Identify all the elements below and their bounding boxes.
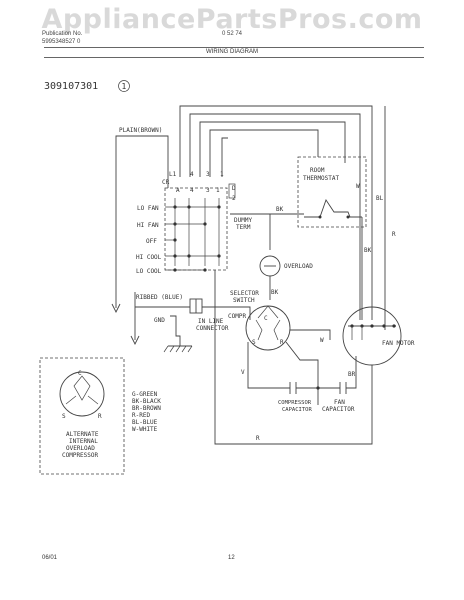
selector-switch-label-1: SELECTOR bbox=[230, 290, 259, 297]
selector-switch: L1 4 3 1 CR A 4 3 1 D 2 LO FAN HI FAN OF… bbox=[136, 171, 236, 275]
svg-text:S: S bbox=[252, 339, 256, 346]
wire-code-bl: BL bbox=[376, 195, 384, 202]
fan-motor: FAN MOTOR bbox=[342, 306, 415, 366]
arrow-plain-brown bbox=[111, 303, 121, 314]
compressor-capacitor-label-1: COMPRESSOR bbox=[278, 400, 312, 406]
wire-code-w: W bbox=[356, 183, 360, 190]
terminal-2: 2 bbox=[232, 195, 236, 202]
svg-text:BK-BLACK: BK-BLACK bbox=[132, 398, 161, 405]
connector-to-compr bbox=[202, 306, 251, 320]
fan-capacitor bbox=[339, 382, 347, 394]
compressor-capacitor-label-2: CAPACITOR bbox=[282, 407, 312, 413]
header-rule-top bbox=[44, 47, 424, 48]
svg-text:OVERLOAD: OVERLOAD bbox=[66, 445, 95, 452]
svg-text:W-WHITE: W-WHITE bbox=[132, 426, 158, 433]
selector-switch-label-2: SWITCH bbox=[233, 297, 255, 304]
dummy-term-label-2: TERM bbox=[236, 224, 251, 231]
svg-text:ROOM: ROOM bbox=[310, 167, 325, 174]
svg-text:FAN MOTOR: FAN MOTOR bbox=[382, 340, 415, 347]
in-line-label-1: IN LINE bbox=[198, 318, 224, 325]
wire-code-v: V bbox=[241, 369, 245, 376]
svg-text:R: R bbox=[98, 413, 102, 420]
wire-code-r-top: R bbox=[392, 231, 396, 238]
svg-text:C: C bbox=[78, 370, 82, 377]
compressor-capacitor bbox=[289, 382, 297, 394]
publication-label: Publication No. bbox=[42, 31, 83, 37]
svg-text:INTERNAL: INTERNAL bbox=[69, 438, 98, 445]
svg-text:BL-BLUE: BL-BLUE bbox=[132, 419, 158, 426]
terminal-mid-3: 3 bbox=[206, 187, 210, 194]
compressor-c-wire bbox=[290, 329, 331, 340]
ground-symbol: GND bbox=[154, 315, 193, 353]
svg-text:G-GREEN: G-GREEN bbox=[132, 391, 158, 398]
watermark: AppliancePartsPros.com bbox=[41, 4, 423, 35]
compressor-r-wire bbox=[285, 341, 319, 388]
wire-code-bk-top: BK bbox=[276, 206, 284, 213]
footer-date: 06/01 bbox=[42, 555, 58, 561]
svg-text:R-RED: R-RED bbox=[132, 412, 150, 419]
terminal-top-3: 3 bbox=[206, 171, 210, 178]
switch-pos-hi-fan: HI FAN bbox=[137, 222, 159, 229]
publication-number: 5995348527 0 bbox=[42, 39, 81, 45]
footer-page-number: 12 bbox=[228, 555, 235, 561]
plain-brown-label: PLAIN(BROWN) bbox=[119, 127, 162, 134]
plain-brown-wire bbox=[115, 135, 169, 308]
svg-text:THERMOSTAT: THERMOSTAT bbox=[303, 175, 340, 182]
terminal-mid-a: A bbox=[176, 187, 180, 194]
terminal-cr: CR bbox=[162, 179, 170, 186]
dummy-terminal bbox=[228, 183, 236, 199]
svg-text:BR-BROWN: BR-BROWN bbox=[132, 405, 161, 412]
terminal-top-1: 1 bbox=[220, 171, 224, 178]
terminal-mid-4: 4 bbox=[190, 187, 194, 194]
wire-code-bk-right: BK bbox=[364, 247, 372, 254]
fan-capacitor-label-2: CAPACITOR bbox=[322, 406, 355, 413]
dummy-term-label-1: DUMMY bbox=[234, 217, 252, 224]
terminal-top-l1: L1 bbox=[169, 171, 177, 178]
terminal-mid-d: D bbox=[232, 185, 236, 192]
terminal-mid-1: 1 bbox=[216, 187, 220, 194]
compressor-s-wire bbox=[247, 342, 290, 389]
part-suffix: 1 bbox=[122, 82, 127, 91]
svg-text:C: C bbox=[264, 315, 268, 322]
color-legend: G-GREEN BK-BLACK BR-BROWN R-RED BL-BLUE … bbox=[132, 391, 161, 433]
in-line-label-2: CONNECTOR bbox=[196, 325, 229, 332]
switch-pos-hi-cool: HI COOL bbox=[136, 254, 162, 261]
header-rule-bottom bbox=[44, 57, 424, 58]
model-code: 0 52 74 bbox=[222, 31, 243, 37]
page-title: WIRING DIAGRAM bbox=[206, 49, 258, 55]
part-number: 309107301 bbox=[44, 81, 98, 92]
switch-pos-lo-cool: LO COOL bbox=[136, 268, 162, 275]
room-thermostat: ROOM THERMOSTAT bbox=[297, 156, 367, 228]
ribbed-blue-label: RIBBED (BLUE) bbox=[136, 294, 183, 301]
wire-code-w-compr: W bbox=[320, 337, 324, 344]
fan-capacitor-label-1: FAN bbox=[334, 399, 345, 406]
overload: OVERLOAD bbox=[259, 255, 313, 300]
bottom-red-wire bbox=[214, 270, 373, 445]
svg-text:COMPRESSOR: COMPRESSOR bbox=[62, 452, 99, 459]
compressor: C S R COMPR bbox=[228, 305, 291, 351]
svg-text:S: S bbox=[62, 413, 66, 420]
compr-label: COMPR bbox=[228, 313, 246, 320]
arrow-ribbed-blue bbox=[130, 335, 140, 346]
svg-text:ALTERNATE: ALTERNATE bbox=[66, 431, 99, 438]
svg-text:GND: GND bbox=[154, 317, 165, 324]
svg-text:R: R bbox=[280, 339, 284, 346]
top-wire-bundle bbox=[179, 105, 373, 320]
wire-code-br: BR bbox=[348, 371, 356, 378]
svg-text:OVERLOAD: OVERLOAD bbox=[284, 263, 313, 270]
fan-cap-wire bbox=[346, 356, 357, 389]
part-suffix-circle bbox=[118, 80, 130, 92]
alternate-compressor: C S R ALTERNATE INTERNAL OVERLOAD COMPRE… bbox=[39, 357, 125, 475]
switch-pos-lo-fan: LO FAN bbox=[137, 205, 159, 212]
wire-code-bk-overload: BK bbox=[271, 289, 279, 296]
terminal-top-4: 4 bbox=[190, 171, 194, 178]
wire-code-r-bottom: R bbox=[256, 435, 260, 442]
switch-pos-off: OFF bbox=[146, 238, 157, 245]
